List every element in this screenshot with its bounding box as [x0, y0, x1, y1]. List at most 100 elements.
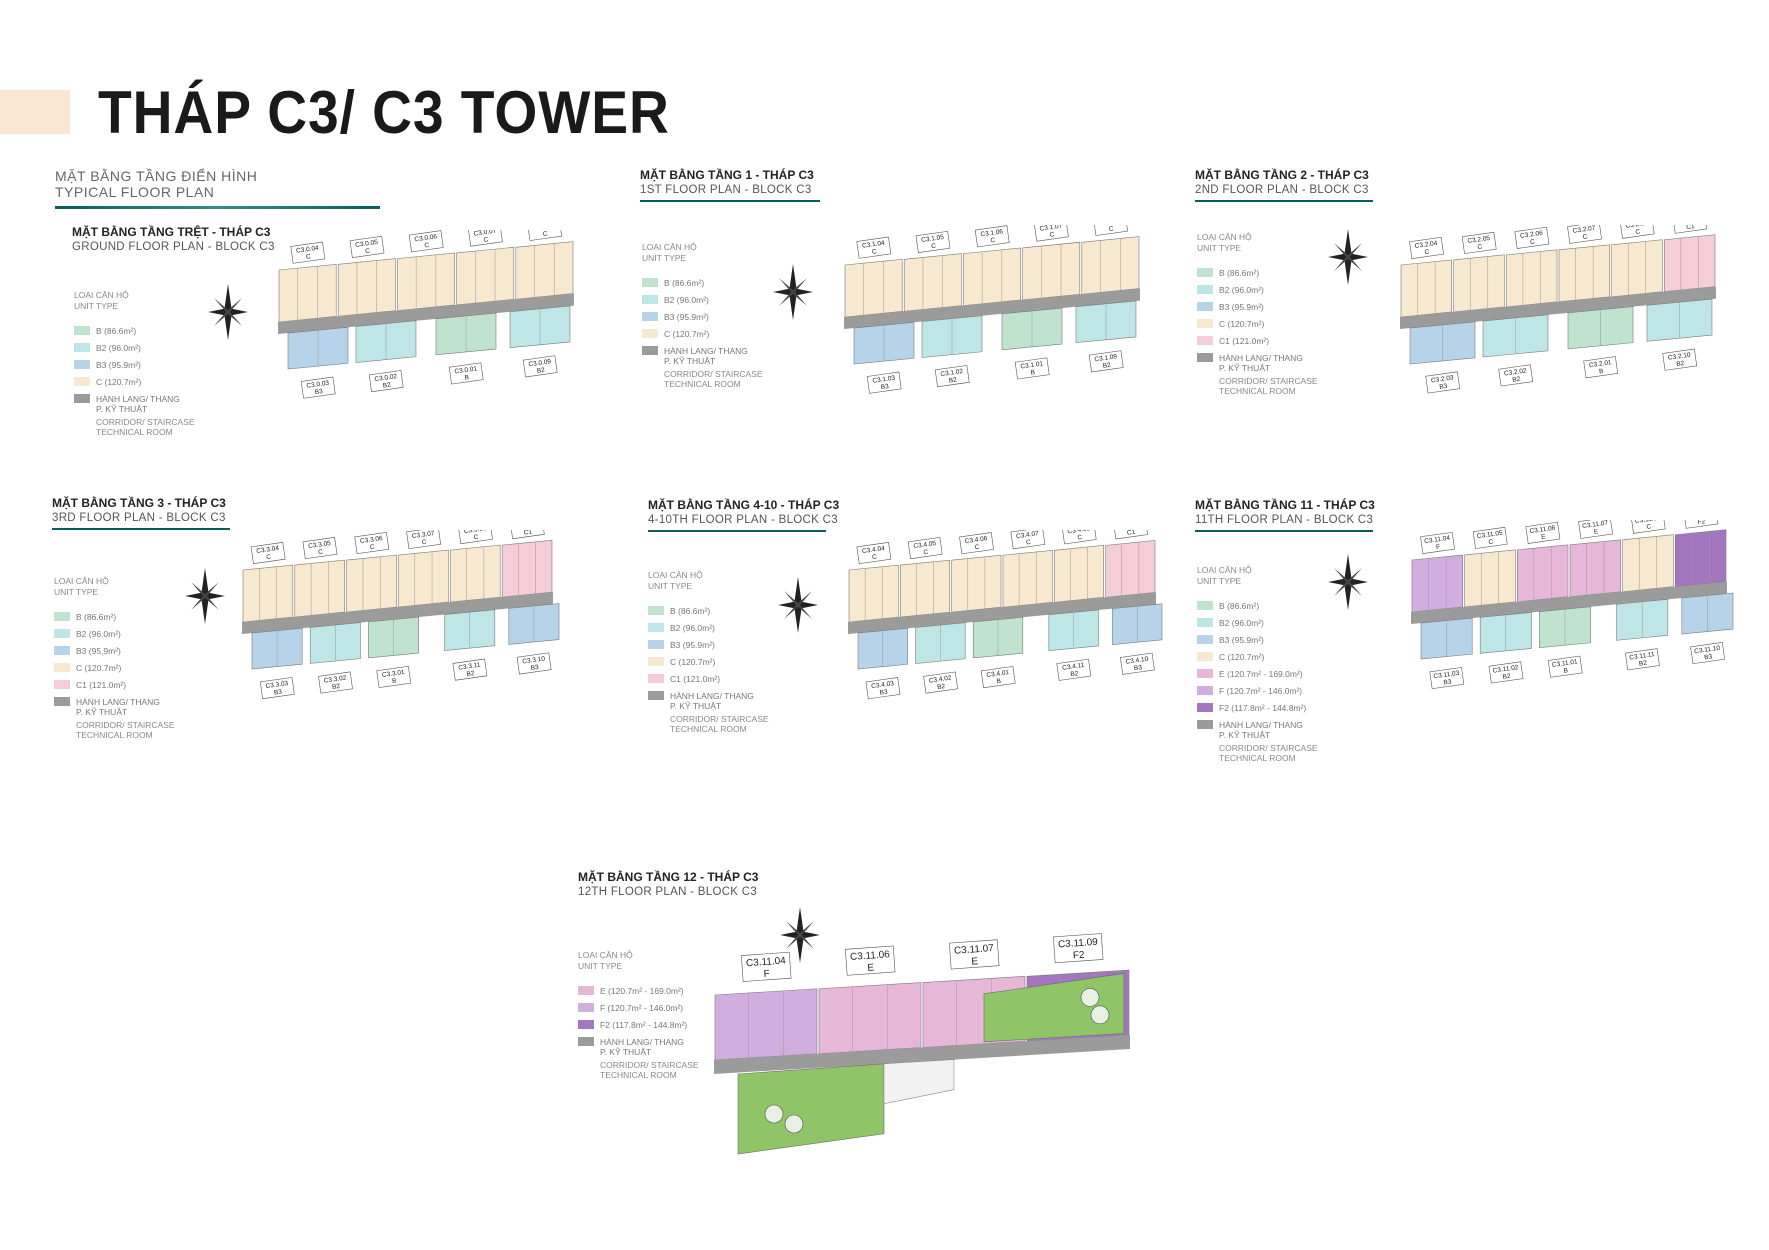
legend-item-B: B (86.6m²)	[648, 606, 769, 616]
panel-subtitle: 1ST FLOOR PLAN - BLOCK C3	[640, 184, 812, 196]
svg-text:C3.11.11: C3.11.11	[1629, 651, 1656, 662]
unit-label: C3.0.06C	[408, 230, 444, 253]
legend-item-C: C (120.7m²)	[648, 657, 769, 667]
svg-text:C3.3.11: C3.3.11	[458, 662, 481, 672]
svg-text:C3.0.06: C3.0.06	[414, 233, 438, 243]
svg-text:C: C	[974, 544, 980, 552]
legend-swatch	[74, 360, 90, 369]
legend-swatch	[1197, 268, 1213, 277]
unit-label: C3.3.06C	[354, 532, 390, 555]
svg-text:B: B	[1563, 667, 1568, 675]
svg-text:B2: B2	[1512, 376, 1521, 384]
panel-subtitle: 3RD FLOOR PLAN - BLOCK C3	[52, 512, 226, 524]
panel-title: MẶT BẰNG TẦNG 11 - THÁP C3	[1195, 498, 1375, 512]
unit-C3.11.09	[1675, 529, 1727, 588]
unit-label: C3.11.04F	[1420, 531, 1455, 554]
legend-item-B2: B2 (96.0m²)	[1197, 285, 1318, 295]
svg-text:B3: B3	[1439, 383, 1448, 391]
svg-text:B: B	[392, 678, 397, 686]
svg-text:C3.11.04: C3.11.04	[1424, 535, 1451, 546]
legend-item-F: F (120.7m² - 146.0m²)	[1197, 686, 1318, 696]
panel-subtitle: 12TH FLOOR PLAN - BLOCK C3	[578, 886, 758, 898]
unit-C3.1.06	[963, 247, 1021, 306]
svg-text:C: C	[473, 534, 479, 542]
legend-item-C1: C1 (121.0m²)	[648, 674, 769, 684]
svg-text:F: F	[1436, 544, 1441, 551]
svg-text:C: C	[872, 248, 878, 256]
legend-item-B: B (86.6m²)	[74, 326, 195, 336]
corridor	[844, 288, 1140, 329]
unit-C3.1.08	[1081, 236, 1140, 295]
svg-text:C: C	[1530, 238, 1536, 246]
svg-text:C: C	[424, 242, 430, 250]
svg-text:B2: B2	[1070, 670, 1079, 678]
legend-swatch	[54, 629, 70, 638]
corridor	[848, 592, 1156, 634]
page-title: THÁP C3/ C3 TOWER	[98, 79, 670, 146]
svg-text:B2: B2	[1639, 660, 1648, 668]
legend-swatch	[1197, 319, 1213, 328]
unit-label: C3.0.05C	[349, 235, 385, 258]
legend-item-F: F (120.7m² - 146.0m²)	[578, 1003, 699, 1013]
svg-text:C3.2.10: C3.2.10	[1668, 352, 1692, 362]
svg-text:C3.3.04: C3.3.04	[256, 545, 280, 555]
svg-text:B: B	[996, 678, 1001, 686]
corridor	[242, 592, 553, 634]
panel-title: MẶT BẰNG TẦNG 3 - THÁP C3	[52, 496, 226, 510]
typical-title-en: TYPICAL FLOOR PLAN	[55, 184, 215, 200]
svg-text:B3: B3	[1443, 678, 1452, 686]
legend-swatch	[1197, 336, 1213, 345]
svg-text:C3.2.06: C3.2.06	[1520, 230, 1544, 240]
svg-text:C3.1.03: C3.1.03	[872, 375, 896, 385]
svg-text:C: C	[1077, 534, 1083, 542]
floor-plan-f11: C3.11.04FC3.11.05CC3.11.06EC3.11.07EC3.1…	[1411, 520, 1734, 690]
panel-f3-heading: MẶT BẰNG TẦNG 3 - THÁP C3 3RD FLOOR PLAN …	[52, 496, 230, 530]
panel-rule	[648, 530, 826, 532]
svg-text:C3.3.05: C3.3.05	[308, 540, 332, 550]
unit-label: C3.3.01B	[376, 665, 412, 688]
unit-label: C3.11.08C	[1630, 520, 1666, 534]
legend-item-B3: B3 (95.9m²)	[1197, 302, 1318, 312]
legend-swatch	[642, 295, 658, 304]
svg-text:C: C	[1477, 244, 1483, 252]
svg-text:F2: F2	[1073, 950, 1086, 962]
svg-text:C3.0.04: C3.0.04	[296, 245, 320, 255]
svg-text:C3.4.05: C3.4.05	[913, 540, 937, 550]
svg-text:C: C	[1424, 249, 1430, 257]
svg-text:C3.11.09: C3.11.09	[1058, 937, 1099, 951]
legend-swatch	[642, 312, 658, 321]
panel-title: MẶT BẰNG TẦNG 2 - THÁP C3	[1195, 168, 1369, 182]
legend-item-B: B (86.6m²)	[1197, 268, 1318, 278]
svg-text:B2: B2	[937, 683, 946, 691]
svg-text:C3.4.08: C3.4.08	[1067, 530, 1091, 535]
panel-title: MẶT BẰNG TẦNG 12 - THÁP C3	[578, 870, 759, 884]
unit-label: C3.11.04F	[741, 951, 792, 982]
legend-item-C: C (120.7m²)	[1197, 319, 1318, 329]
svg-text:B2: B2	[1676, 360, 1685, 368]
svg-text:B2: B2	[536, 367, 545, 375]
legend-swatch	[1197, 618, 1213, 627]
legend-item-C: C (120.7m²)	[1197, 652, 1318, 662]
unit-C3.4.05	[900, 559, 950, 618]
svg-text:C3.1.02: C3.1.02	[940, 368, 964, 378]
unit-C3.2.09	[1664, 234, 1716, 293]
svg-text:B3: B3	[879, 689, 888, 697]
unit-C3.4.09	[1105, 540, 1156, 598]
unit-label: C3.1.06C	[974, 225, 1010, 248]
panel-subtitle: 2ND FLOOR PLAN - BLOCK C3	[1195, 184, 1369, 196]
